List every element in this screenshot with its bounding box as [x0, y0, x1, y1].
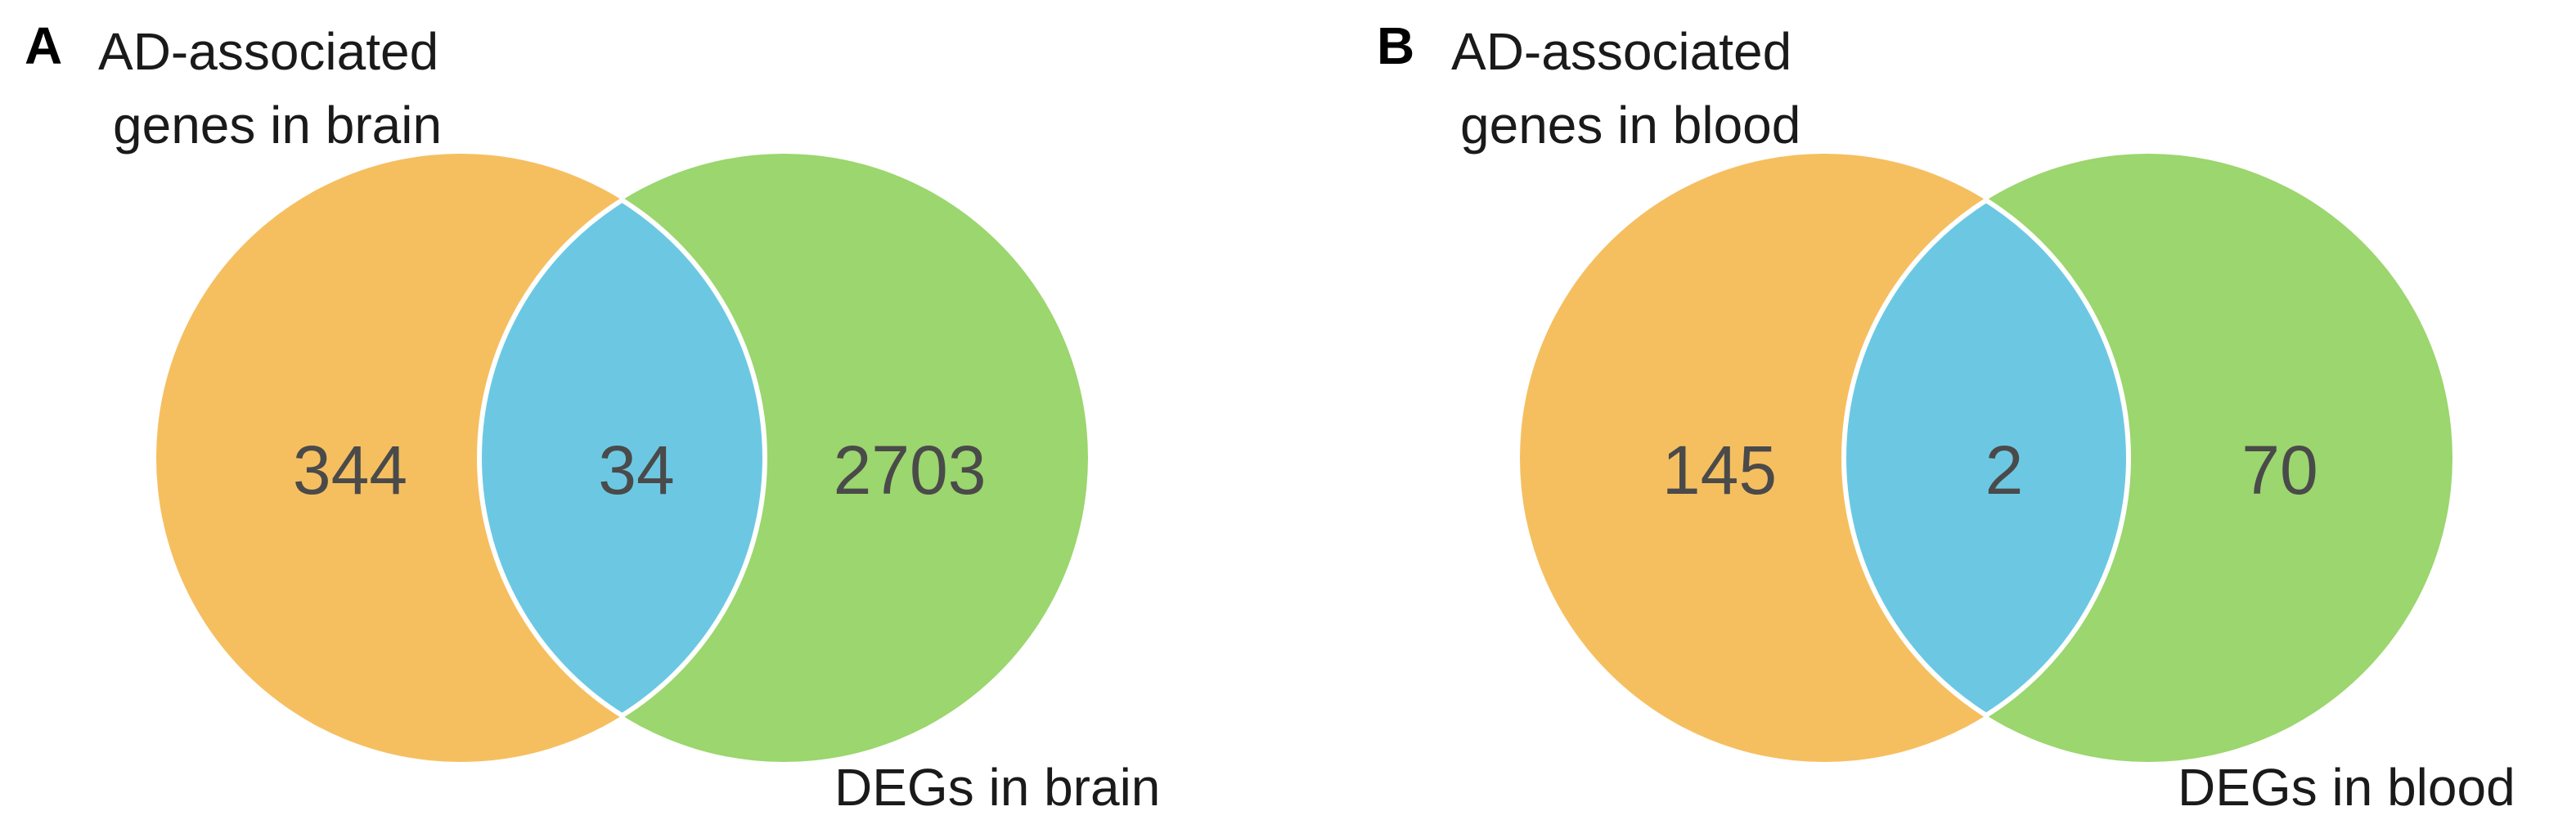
panel-b-left-set-label-line1: AD-associated	[1451, 22, 1792, 81]
panel-a-right-only-count: 2703	[834, 432, 987, 509]
panel-b-overlap-count: 2	[1985, 432, 2024, 509]
panel-a-intersection	[477, 197, 767, 719]
panel-b-left-only-count: 145	[1662, 432, 1777, 509]
panel-a-left-only-count: 344	[293, 432, 407, 509]
panel-b-intersection	[1841, 198, 2131, 718]
panel-a-right-set-label: DEGs in brain	[834, 758, 1160, 817]
panel-a-left-set-label-line1: AD-associated	[98, 22, 438, 81]
panel-a-left-set-label-line2: genes in brain	[113, 96, 442, 155]
panel-a-overlap-count: 34	[598, 432, 674, 509]
panel-b-left-set-label-line2: genes in blood	[1460, 96, 1801, 155]
panel-a: A AD-associated genes in brain DEGs in b…	[25, 16, 1160, 817]
panel-a-letter: A	[25, 16, 62, 75]
panel-b-letter: B	[1377, 16, 1414, 75]
panel-b: B AD-associated genes in blood DEGs in b…	[1377, 16, 2515, 817]
panel-b-right-only-count: 70	[2241, 432, 2318, 509]
panel-b-right-set-label: DEGs in blood	[2178, 758, 2515, 817]
